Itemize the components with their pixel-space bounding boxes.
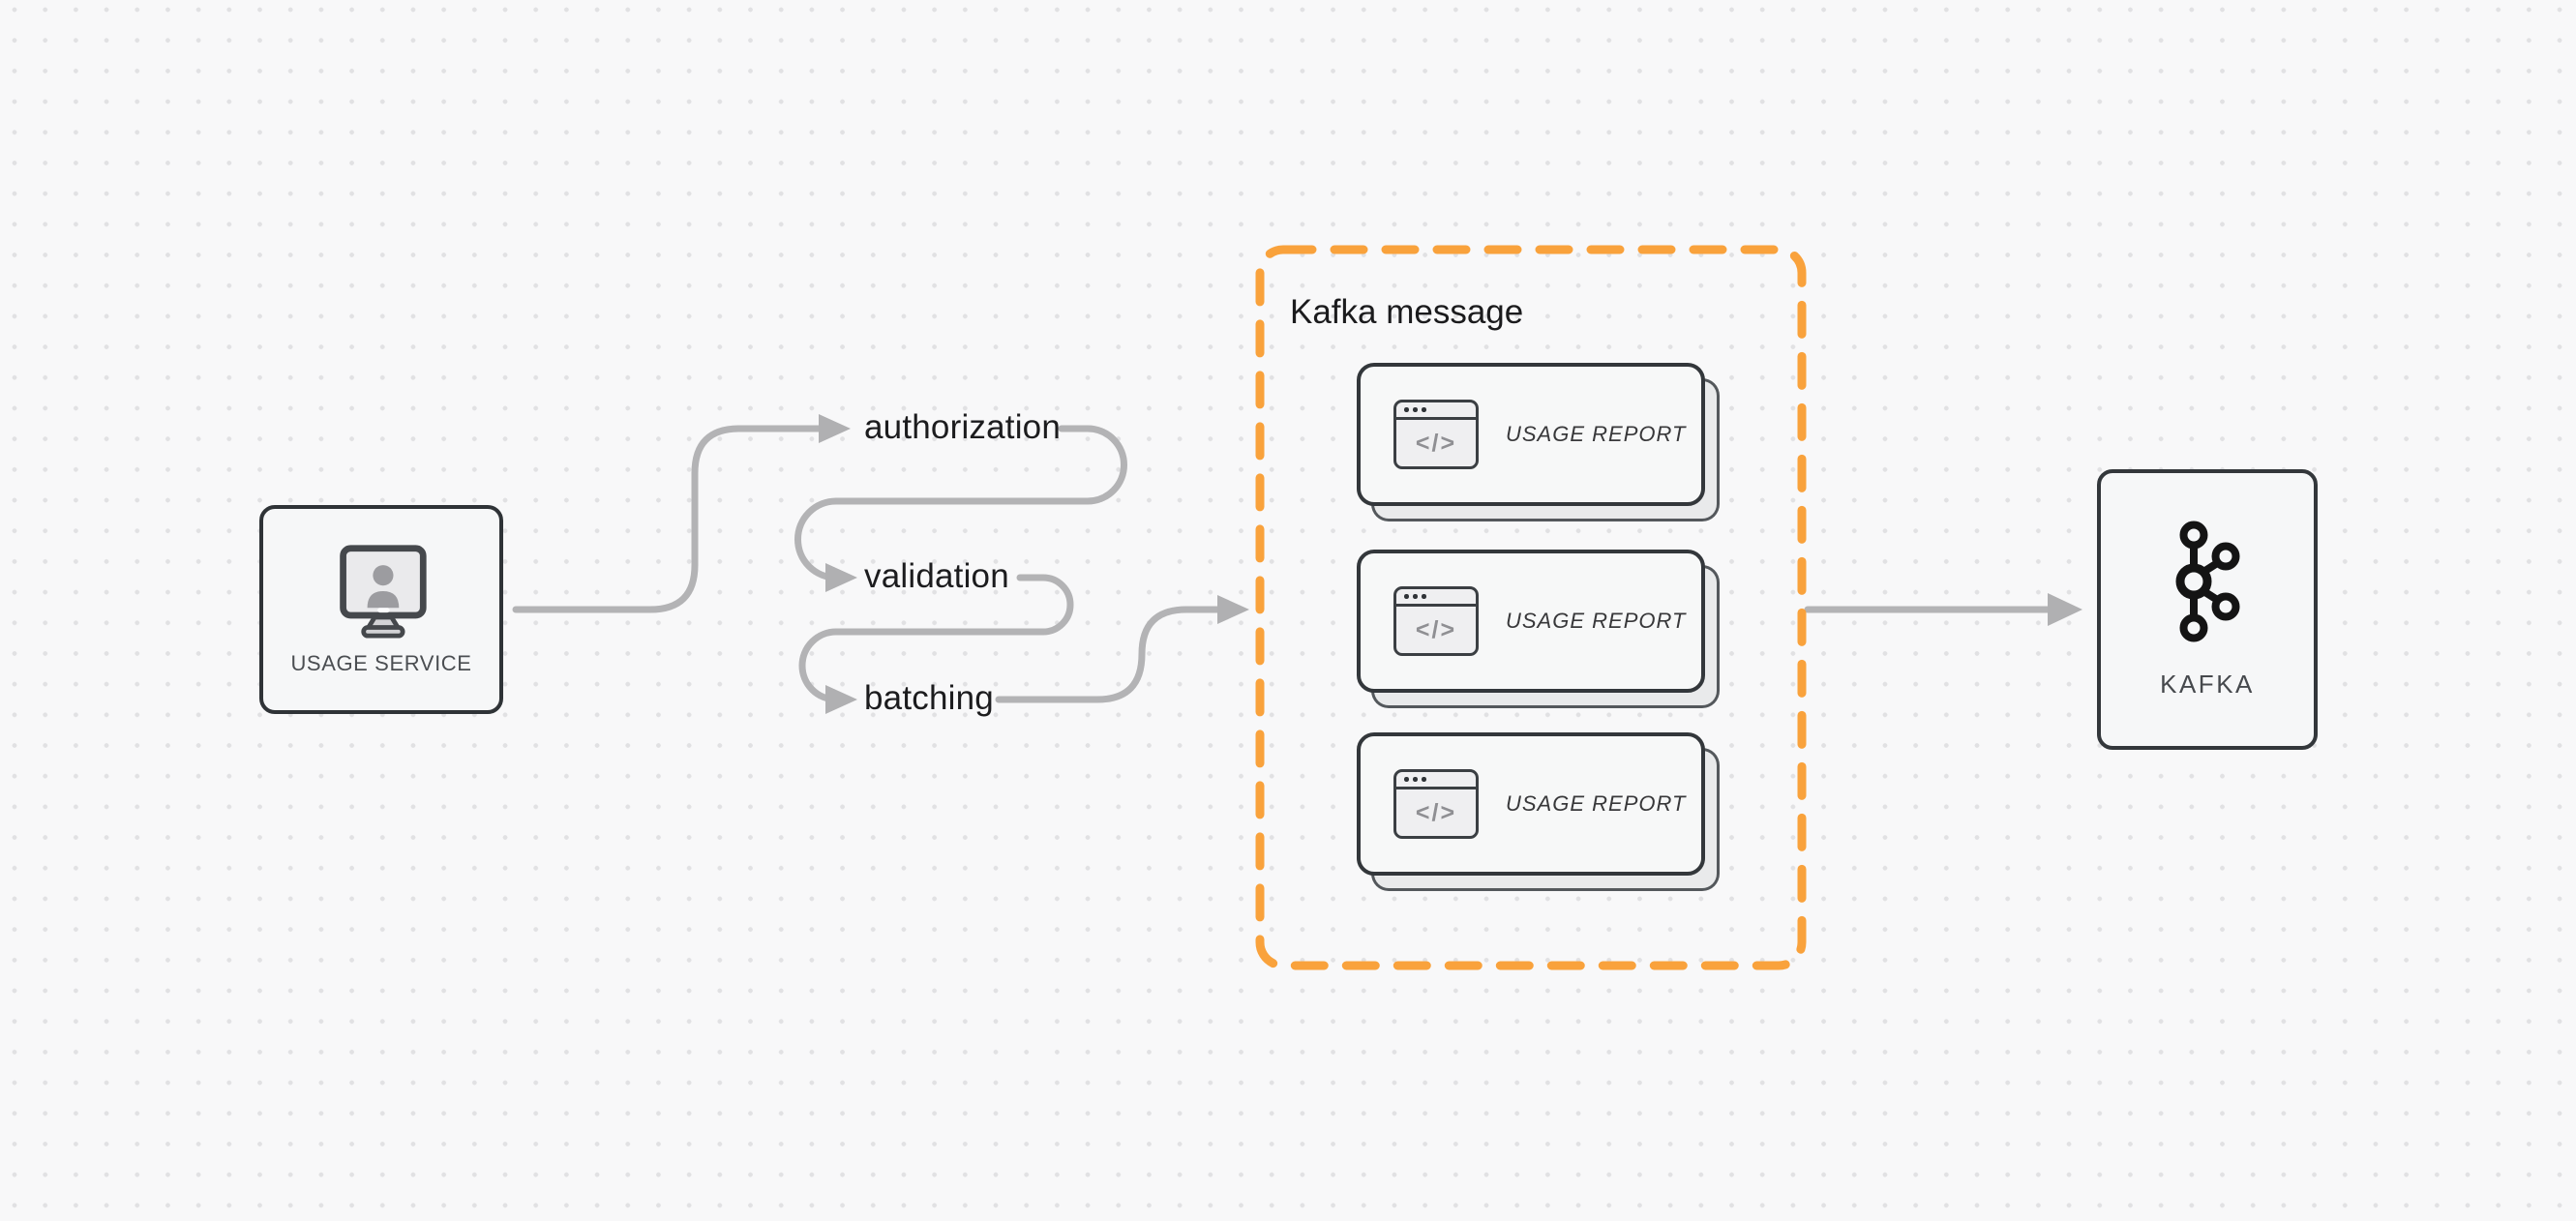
connector-batching-to-group — [995, 606, 1221, 703]
connector-source-to-authorization — [512, 425, 823, 613]
usage-service-node: USAGE SERVICE — [259, 505, 503, 714]
code-window-icon: </> — [1393, 586, 1479, 656]
usage-report-card: </> USAGE REPORT — [1357, 550, 1705, 693]
code-window-titlebar — [1396, 402, 1476, 420]
window-dot-icon — [1422, 594, 1426, 599]
window-dot-icon — [1422, 777, 1426, 782]
usage-report-card: </> USAGE REPORT — [1357, 363, 1705, 506]
window-dot-icon — [1404, 407, 1409, 412]
window-dot-icon — [1413, 594, 1418, 599]
code-window-titlebar — [1396, 589, 1476, 607]
arrowhead-validation — [825, 563, 857, 592]
arrowhead-into-group — [1217, 595, 1249, 624]
code-window-icon: </> — [1393, 400, 1479, 469]
code-window-icon: </> — [1393, 769, 1479, 839]
arrowhead-into-kafka — [2048, 593, 2082, 626]
window-dot-icon — [1413, 777, 1418, 782]
usage-report-label: USAGE REPORT — [1506, 422, 1687, 446]
code-window-titlebar — [1396, 772, 1476, 789]
code-glyph: </> — [1415, 798, 1457, 826]
code-glyph: </> — [1415, 615, 1457, 643]
kafka-label: KAFKA — [2160, 669, 2255, 699]
code-glyph: </> — [1415, 429, 1457, 457]
step-validation-label: validation — [864, 557, 1009, 596]
usage-service-label: USAGE SERVICE — [290, 651, 472, 675]
usage-report-label: USAGE REPORT — [1506, 609, 1687, 633]
monitor-user-icon — [340, 545, 427, 639]
arrowhead-authorization — [819, 414, 851, 443]
window-dot-icon — [1422, 407, 1426, 412]
step-authorization-label: authorization — [864, 408, 1062, 447]
kafka-logo-icon — [2175, 521, 2240, 641]
kafka-node: KAFKA — [2097, 469, 2318, 750]
usage-report-card: </> USAGE REPORT — [1357, 732, 1705, 876]
window-dot-icon — [1404, 594, 1409, 599]
window-dot-icon — [1404, 777, 1409, 782]
kafka-message-group-title: Kafka message — [1290, 293, 1524, 332]
window-dot-icon — [1413, 407, 1418, 412]
flow-connectors — [512, 425, 2052, 703]
step-batching-label: batching — [864, 679, 994, 718]
connector-authorization-to-validation — [794, 425, 1127, 581]
arrowhead-batching — [825, 685, 857, 714]
usage-report-label: USAGE REPORT — [1506, 791, 1687, 816]
